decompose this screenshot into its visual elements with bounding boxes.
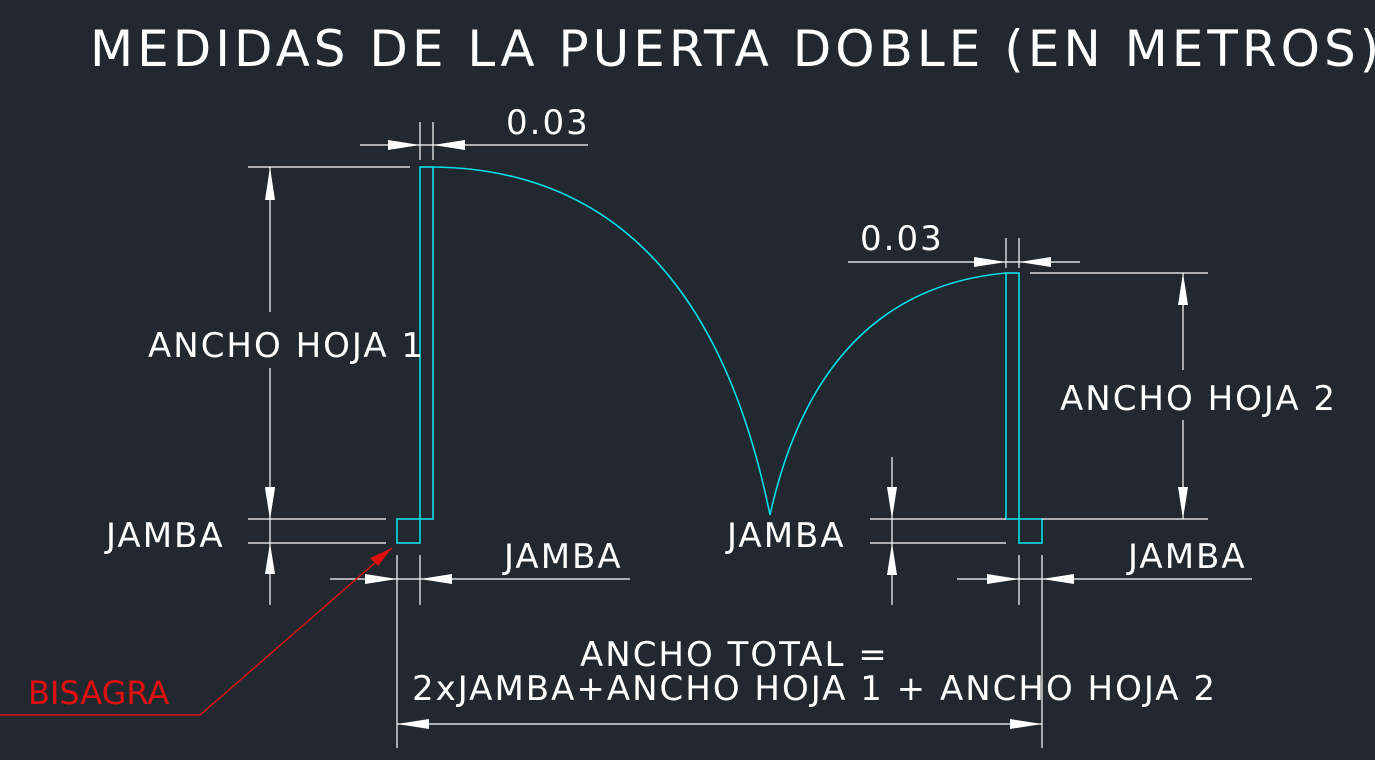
hinge-label: BISAGRA [28,674,169,712]
jamb-left-horizontal-label: JAMBA [502,537,623,577]
dim-jamb-left-horizontal: JAMBA [330,537,630,605]
dim-gap-left: 0.03 [360,103,590,160]
gap-left-label: 0.03 [506,103,590,143]
jamb-right-horizontal-label: JAMBA [1126,537,1247,577]
dim-leaf-2: ANCHO HOJA 2 [1030,272,1337,520]
door-leaf-1 [419,166,434,520]
jamb-mid-vertical-label: JAMBA [725,516,846,556]
dim-gap-right: 0.03 [848,219,1080,268]
dim-jamb-right-horizontal: JAMBA [957,537,1252,748]
dim-jamb-left-vertical: JAMBA [104,488,386,605]
door-leaf-2 [1005,272,1020,520]
leaf-2-label: ANCHO HOJA 2 [1060,379,1337,419]
total-label-line-1: ANCHO TOTAL = [580,635,889,675]
jamb-left-vertical-label: JAMBA [104,516,225,556]
drawing-title: MEDIDAS DE LA PUERTA DOBLE (EN METROS) [90,20,1375,78]
dimensions: 0.03 ANCHO HOJA 1 JAMBA JAMBA [104,103,1337,748]
swing-arc-1 [432,166,771,516]
dim-leaf-1: ANCHO HOJA 1 [148,166,425,519]
door-geometry [396,166,1043,544]
hinge-arrow-icon [370,548,392,566]
hinge-callout: BISAGRA [0,547,393,716]
dim-jamb-mid-vertical: JAMBA [725,457,1006,605]
gap-right-label: 0.03 [860,219,944,259]
total-label-line-2: 2xJAMBA+ANCHO HOJA 1 + ANCHO HOJA 2 [412,669,1217,709]
dim-total-width: ANCHO TOTAL = 2xJAMBA+ANCHO HOJA 1 + ANC… [396,605,1217,748]
swing-arc-2 [769,272,1007,516]
leaf-1-label: ANCHO HOJA 1 [148,326,425,366]
jamb-right [1018,518,1043,544]
jamb-left [396,518,421,544]
